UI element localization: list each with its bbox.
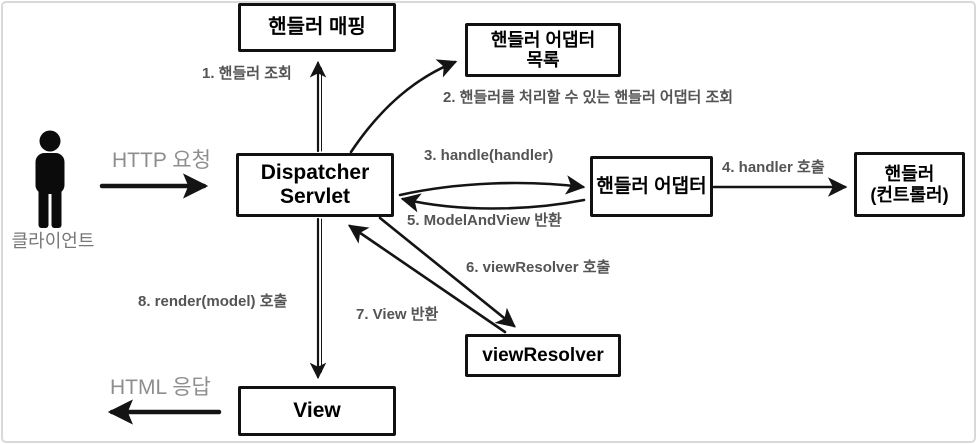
handler-mapping-label: 핸들러 매핑	[268, 16, 366, 39]
handler-adapter-label: 핸들러 어댑터	[596, 175, 707, 197]
handler-adapter-list-box: 핸들러 어댑터 목록	[465, 23, 621, 77]
http-request-label: HTTP 요청	[112, 149, 211, 172]
arrow-step-5	[400, 193, 586, 213]
dispatcher-servlet-label-line1: Dispatcher	[260, 161, 370, 185]
arrow-step-2	[349, 59, 458, 154]
handler-controller-label-line2: (컨트롤러)	[870, 184, 949, 205]
person-icon	[35, 130, 65, 228]
handler-controller-label-line1: 핸들러	[884, 164, 935, 185]
step-2-label: 2. 핸들러를 처리할 수 있는 핸들러 어댑터 조회	[443, 89, 734, 106]
handler-controller-box: 핸들러 (컨트롤러)	[854, 152, 965, 217]
step-3-label: 3. handle(handler)	[424, 147, 554, 164]
dispatcher-servlet-box: Dispatcher Servlet	[236, 153, 394, 217]
step-1-label: 1. 핸들러 조회	[202, 65, 292, 82]
html-response-label: HTML 응답	[110, 376, 211, 399]
step-7-label: 7. View 반환	[356, 306, 439, 323]
arrow-step-7	[347, 224, 507, 334]
handler-adapter-box: 핸들러 어댑터	[590, 156, 713, 217]
handler-mapping-box: 핸들러 매핑	[238, 3, 396, 52]
view-box: View	[238, 386, 396, 436]
step-4-label: 4. handler 호출	[722, 159, 825, 176]
arrow-step-3	[398, 175, 586, 197]
arrow-step-6	[378, 216, 516, 328]
dispatcher-servlet-label-line2: Servlet	[279, 185, 351, 208]
client-label: 클라이언트	[11, 231, 95, 251]
view-resolver-box: viewResolver	[465, 334, 621, 377]
view-resolver-label: viewResolver	[482, 344, 604, 366]
step-8-label: 8. render(model) 호출	[138, 293, 288, 310]
step-6-label: 6. viewResolver 호출	[466, 259, 611, 276]
step-5-label: 5. ModelAndView 반환	[407, 212, 562, 229]
handler-adapter-list-label-line2: 목록	[526, 50, 560, 70]
handler-adapter-list-label-line1: 핸들러 어댑터	[490, 29, 596, 50]
view-label: View	[293, 399, 341, 423]
